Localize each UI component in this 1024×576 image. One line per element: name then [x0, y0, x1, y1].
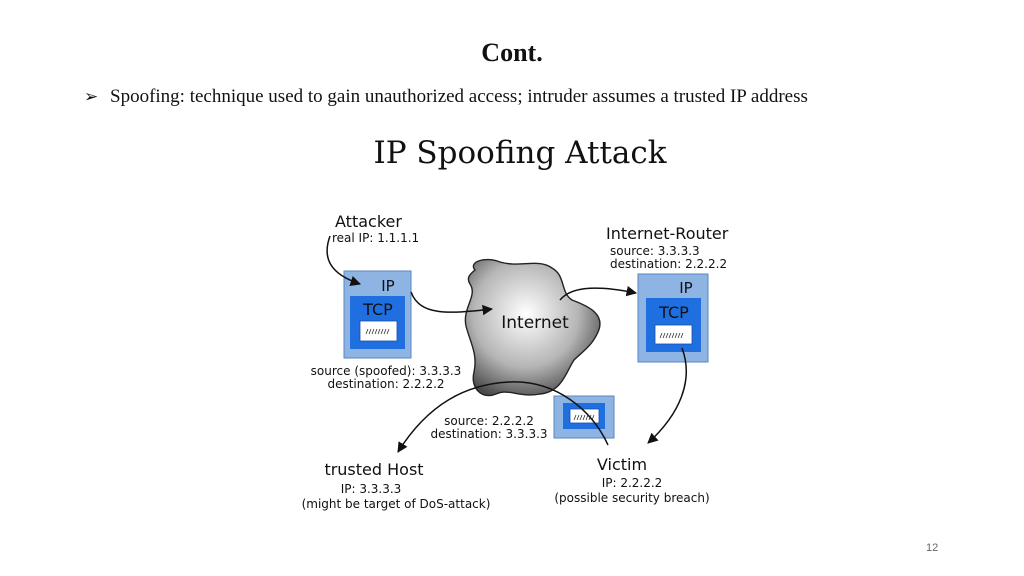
attacker-packet: IP TCP [343, 270, 412, 359]
arrow-router-to-victim [647, 347, 687, 444]
arrow-internet-to-router [559, 285, 638, 301]
router-destination: destination: 2.2.2.2 [610, 257, 727, 271]
bullet-arrow-icon: ➢ [84, 87, 99, 106]
victim-label: Victim [597, 455, 647, 474]
reply-packet-source: source: 2.2.2.2 [444, 414, 534, 428]
internet-cloud [464, 258, 601, 397]
arrow-victim-to-trusted-host [397, 381, 609, 453]
attacker-packet-ip: IP [381, 277, 394, 295]
attacker-packet-source: source (spoofed): 3.3.3.3 [311, 364, 462, 378]
router-packet: IP TCP [637, 273, 709, 363]
attacker-packet-tcp: TCP [362, 300, 393, 319]
arrow-packet-to-internet [410, 291, 494, 316]
page-number: 12 [926, 542, 939, 554]
attacker-packet-payload [359, 320, 398, 342]
victim-ip: IP: 2.2.2.2 [602, 476, 663, 490]
router-packet-tcp: TCP [658, 303, 689, 322]
reply-packet-destination: destination: 3.3.3.3 [430, 427, 547, 441]
attacker-packet-destination: destination: 2.2.2.2 [327, 377, 444, 391]
bullet-point: ➢ Spoofing: technique used to gain unauth… [84, 86, 984, 108]
router-label: Internet-Router [606, 224, 729, 243]
bullet-text: Spoofing: technique used to gain unautho… [110, 86, 808, 107]
slide-title: Cont. [481, 38, 543, 67]
diagram-title: IP Spoofing Attack [373, 135, 666, 171]
trusted-host-ip: IP: 3.3.3.3 [341, 482, 402, 496]
arrow-attacker-to-packet [326, 235, 361, 286]
router-packet-ip: IP [679, 279, 692, 297]
victim-note: (possible security breach) [554, 491, 709, 505]
reply-packet [553, 395, 615, 439]
trusted-host-label: trusted Host [324, 460, 423, 479]
trusted-host-note: (might be target of DoS-attack) [302, 497, 491, 511]
router-source: source: 3.3.3.3 [610, 244, 700, 258]
internet-label: Internet [501, 313, 569, 333]
attacker-label: Attacker [335, 212, 402, 231]
attacker-ip: real IP: 1.1.1.1 [332, 231, 419, 245]
